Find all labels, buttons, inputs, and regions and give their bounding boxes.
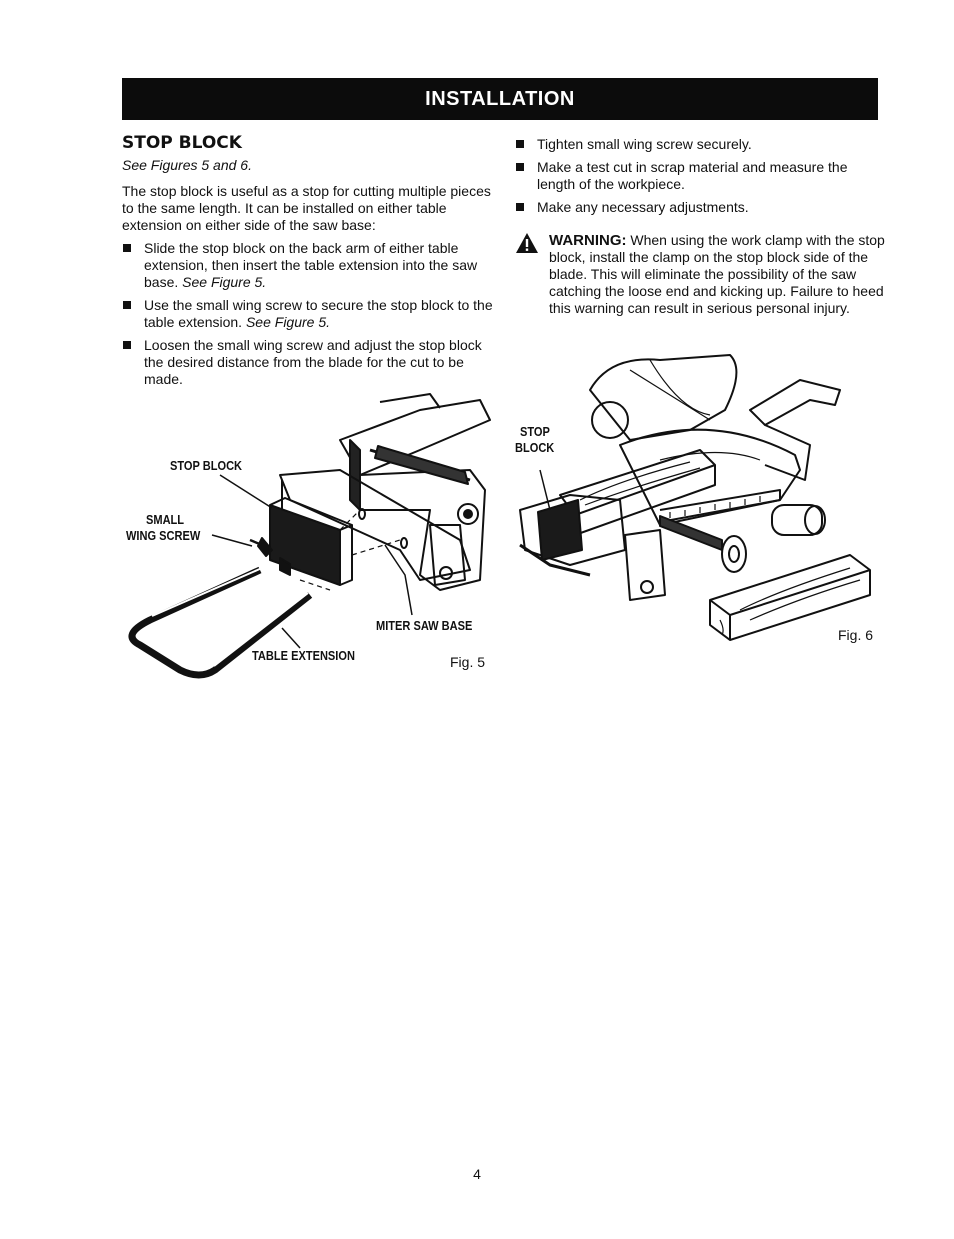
warning-triangle-icon bbox=[516, 233, 538, 253]
section-banner: INSTALLATION bbox=[122, 78, 878, 120]
label-stop: STOP bbox=[520, 424, 550, 439]
figure-5: STOP BLOCK SMALL WING SCREW MITER SAW BA… bbox=[0, 380, 500, 690]
list-item: Make any necessary adjustments. bbox=[515, 199, 885, 216]
bullet-square-icon bbox=[123, 301, 131, 309]
section-heading: STOP BLOCK bbox=[122, 133, 242, 153]
list-item: Slide the stop block on the back arm of … bbox=[122, 240, 494, 291]
bullet-text: Use the small wing screw to secure the s… bbox=[144, 297, 493, 330]
figure-reference: See Figures 5 and 6. bbox=[122, 157, 252, 173]
bullet-square-icon bbox=[516, 163, 524, 171]
warning-label: WARNING: bbox=[549, 232, 627, 249]
figure-6: STOP BLOCK Fig. 6 bbox=[510, 350, 890, 650]
warning-text: When using the work clamp with the stop … bbox=[549, 232, 885, 316]
list-item: Loosen the small wing screw and adjust t… bbox=[122, 337, 494, 388]
bullet-square-icon bbox=[123, 244, 131, 252]
left-bullet-list: Slide the stop block on the back arm of … bbox=[122, 240, 494, 388]
intro-paragraph: The stop block is useful as a stop for c… bbox=[122, 183, 491, 233]
right-bullet-list: Tighten small wing screw securely. Make … bbox=[515, 136, 885, 216]
bullet-square-icon bbox=[123, 341, 131, 349]
bullet-text: Tighten small wing screw securely. bbox=[537, 136, 752, 152]
label-small: SMALL bbox=[146, 512, 185, 527]
warning-block: WARNING: When using the work clamp with … bbox=[515, 232, 885, 317]
page-number: 4 bbox=[473, 1166, 481, 1182]
bullet-ref: See Figure 5. bbox=[182, 274, 267, 290]
label-table-extension: TABLE EXTENSION bbox=[252, 648, 355, 663]
label-stop-block: STOP BLOCK bbox=[170, 458, 243, 473]
bullet-square-icon bbox=[516, 140, 524, 148]
bullet-square-icon bbox=[516, 203, 524, 211]
label-wing-screw: WING SCREW bbox=[126, 528, 201, 543]
bullet-ref: See Figure 5. bbox=[245, 314, 331, 330]
label-miter-saw-base: MITER SAW BASE bbox=[376, 618, 473, 633]
list-item: Use the small wing screw to secure the s… bbox=[122, 297, 494, 331]
bullet-text: Loosen the small wing screw and adjust t… bbox=[144, 337, 482, 387]
list-item: Make a test cut in scrap material and me… bbox=[515, 159, 885, 193]
bullet-text: Make a test cut in scrap material and me… bbox=[537, 159, 848, 192]
figure-5-caption: Fig. 5 bbox=[450, 654, 486, 670]
figure-6-caption: Fig. 6 bbox=[838, 627, 874, 643]
figure-6-illustration bbox=[519, 354, 871, 641]
right-column: Tighten small wing screw securely. Make … bbox=[515, 136, 885, 317]
left-column: STOP BLOCK See Figures 5 and 6. The stop… bbox=[122, 133, 494, 394]
list-item: Tighten small wing screw securely. bbox=[515, 136, 885, 153]
figure-5-illustration bbox=[128, 393, 491, 679]
bullet-text: Slide the stop block on the back arm of … bbox=[144, 240, 478, 290]
bullet-text: Make any necessary adjustments. bbox=[537, 199, 749, 215]
label-block: BLOCK bbox=[515, 440, 555, 455]
